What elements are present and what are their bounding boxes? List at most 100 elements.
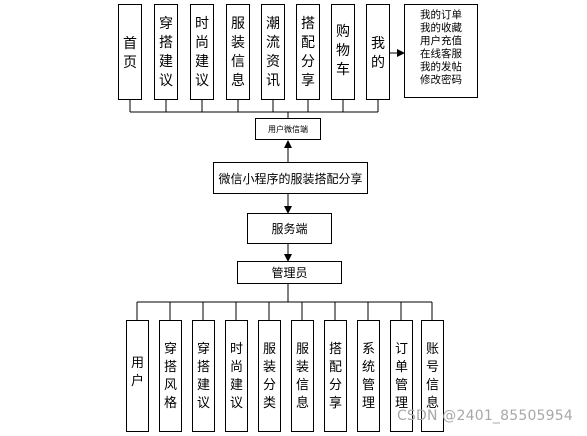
node-text: 分 <box>262 378 276 393</box>
node-outfit-share-admin: 搭配分享 <box>324 320 347 432</box>
node-text: 潮 <box>266 16 280 32</box>
node-outfit-share: 搭配分享 <box>296 4 320 100</box>
node-text: 建 <box>159 54 173 70</box>
node-text: 尚 <box>229 360 243 375</box>
node-users: 用户 <box>126 320 149 432</box>
node-server: 服务端 <box>247 213 332 244</box>
node-text: 息 <box>295 396 309 411</box>
submenu-item: 我的订单 <box>420 9 462 21</box>
node-text: 车 <box>336 62 350 78</box>
node-text: 穿 <box>163 342 177 357</box>
node-text: 理 <box>394 396 408 411</box>
node-admin: 管理员 <box>237 261 342 284</box>
node-mini-program: 微信小程序的服装搭配分享 <box>213 162 368 194</box>
node-text: 搭 <box>163 360 177 375</box>
node-text: 享 <box>301 73 315 89</box>
submenu-item: 我的发帖 <box>420 61 462 73</box>
node-text: 物 <box>336 43 350 59</box>
node-text: 时 <box>229 342 243 357</box>
node-text: 配 <box>328 360 342 375</box>
node-text: 搭 <box>328 342 342 357</box>
submenu-item: 我的收藏 <box>420 22 462 34</box>
submenu-item: 在线客服 <box>420 48 462 60</box>
node-text: 建 <box>229 378 243 393</box>
node-text: 统 <box>361 360 375 375</box>
node-my-submenu: 我的订单 我的收藏 用户充值 在线客服 我的发帖 修改密码 <box>404 4 478 98</box>
node-text: 我 <box>371 36 385 52</box>
node-text: 分 <box>301 54 315 70</box>
node-text: 号 <box>425 360 439 375</box>
node-text: 穿 <box>196 342 210 357</box>
node-text: 购 <box>336 24 350 40</box>
node-mine: 我的 <box>366 4 390 100</box>
node-user-client: 用户微信端 <box>255 118 321 140</box>
node-text: 管 <box>394 378 408 393</box>
node-text: 议 <box>196 396 210 411</box>
node-text: 议 <box>195 73 209 89</box>
node-text: 分 <box>328 378 342 393</box>
bottom-drops <box>136 302 433 320</box>
node-text: 信 <box>231 54 245 70</box>
node-text: 服 <box>231 16 245 32</box>
node-text: 户 <box>130 374 144 389</box>
node-text: 管 <box>361 378 375 393</box>
watermark: CSDN @2401_85505954 <box>396 408 573 424</box>
node-text: 首 <box>123 36 137 52</box>
admin-label: 管理员 <box>271 266 308 280</box>
node-text: 讯 <box>266 73 280 89</box>
node-text: 系 <box>361 342 375 357</box>
node-text: 服 <box>262 342 276 357</box>
node-outfit-advice: 穿搭建议 <box>154 4 178 100</box>
node-text: 装 <box>295 360 309 375</box>
node-text: 单 <box>394 360 408 375</box>
node-text: 搭 <box>196 360 210 375</box>
node-outfit-advice-admin: 穿搭建议 <box>192 320 215 432</box>
node-text: 配 <box>301 35 315 51</box>
node-text: 的 <box>371 55 385 71</box>
node-text: 订 <box>394 342 408 357</box>
node-text: 账 <box>425 342 439 357</box>
submenu-item: 用户充值 <box>420 35 462 47</box>
node-text: 建 <box>196 378 210 393</box>
node-text: 用 <box>130 356 144 371</box>
submenu-item: 修改密码 <box>420 74 462 86</box>
top-drops <box>129 100 379 112</box>
node-clothing-category: 服装分类 <box>258 320 281 432</box>
node-text: 装 <box>231 35 245 51</box>
node-text: 享 <box>328 396 342 411</box>
node-text: 风 <box>163 378 177 393</box>
mini-program-label: 微信小程序的服装搭配分享 <box>218 171 363 186</box>
node-text: 服 <box>295 342 309 357</box>
node-text: 资 <box>266 54 280 70</box>
node-text: 装 <box>262 360 276 375</box>
node-text: 时 <box>195 16 209 32</box>
node-outfit-style: 穿搭风格 <box>159 320 182 432</box>
node-fashion-advice-admin: 时尚建议 <box>225 320 248 432</box>
node-text: 建 <box>195 54 209 70</box>
node-trend-news: 潮流资讯 <box>261 4 285 100</box>
node-system-admin: 系统管理 <box>357 320 380 432</box>
node-text: 页 <box>123 55 137 71</box>
node-text: 议 <box>229 396 243 411</box>
server-label: 服务端 <box>271 222 308 236</box>
node-text: 息 <box>425 396 439 411</box>
node-text: 尚 <box>195 35 209 51</box>
node-home: 首页 <box>118 4 142 100</box>
node-account-info: 账号信息 <box>421 320 444 432</box>
node-text: 理 <box>361 396 375 411</box>
node-text: 穿 <box>159 16 173 32</box>
node-clothing-info-admin: 服装信息 <box>291 320 314 432</box>
node-cart: 购物车 <box>331 4 355 100</box>
node-text: 格 <box>163 396 177 411</box>
node-text: 流 <box>266 35 280 51</box>
node-text: 信 <box>295 378 309 393</box>
node-fashion-advice: 时尚建议 <box>190 4 214 100</box>
node-text: 议 <box>159 73 173 89</box>
node-text: 搭 <box>301 16 315 32</box>
node-order-admin: 订单管理 <box>390 320 413 432</box>
node-text: 息 <box>231 73 245 89</box>
node-text: 类 <box>262 396 276 411</box>
user-client-label: 用户微信端 <box>268 124 308 134</box>
